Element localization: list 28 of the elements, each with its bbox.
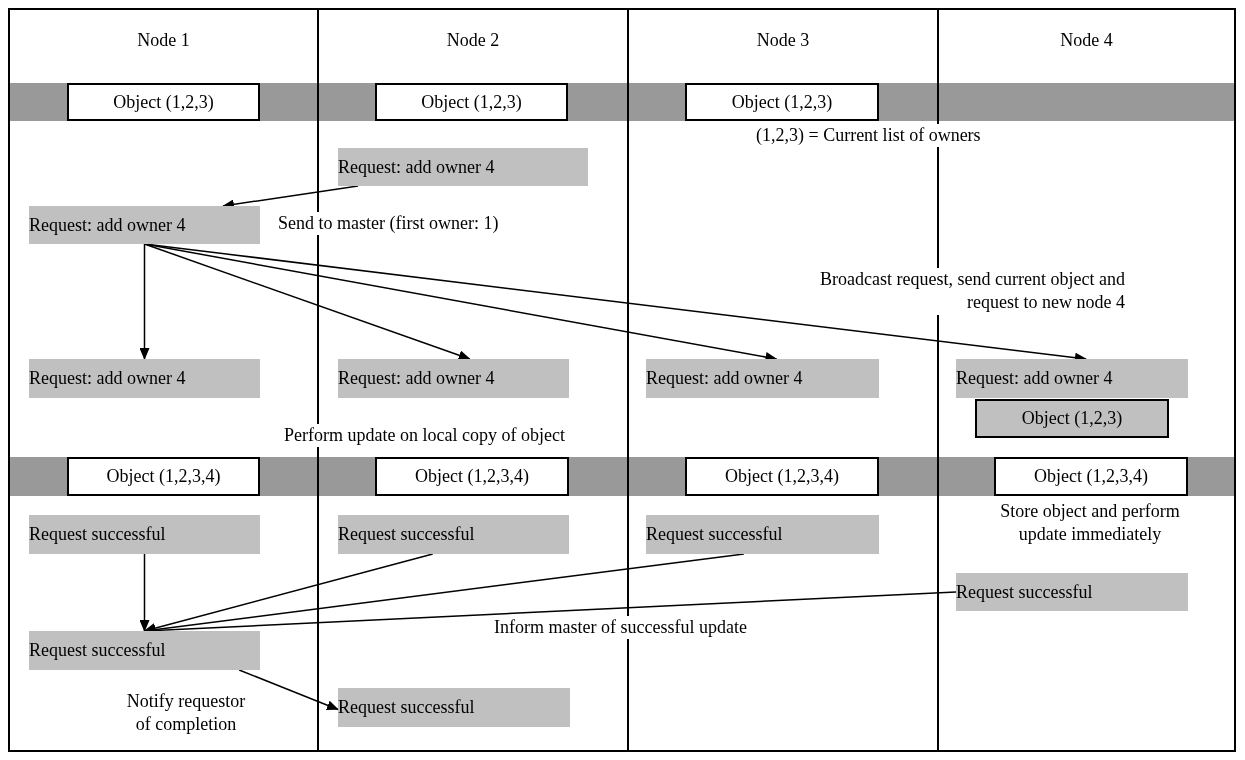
object-box: Object (1,2,3)	[67, 83, 260, 121]
request-box: Request: add owner 4	[29, 359, 260, 398]
request-box: Request: add owner 4	[29, 206, 260, 244]
arrow	[143, 243, 471, 361]
lane-header: Node 4	[1060, 30, 1113, 51]
object-box: Object (1,2,3,4)	[375, 457, 569, 496]
request-box: Request: add owner 4	[646, 359, 879, 398]
lane-header: Node 1	[137, 30, 190, 51]
request-box: Request successful	[29, 631, 260, 670]
object-box: Object (1,2,3)	[975, 399, 1169, 438]
request-box: Request successful	[956, 573, 1188, 611]
request-box: Request successful	[338, 515, 569, 554]
arrow	[139, 553, 150, 632]
arrow	[139, 243, 150, 360]
lane-header: Node 2	[446, 30, 500, 51]
request-box: Request successful	[338, 688, 570, 727]
lane-header: Node 3	[756, 30, 810, 51]
request-box: Request: add owner 4	[956, 359, 1188, 398]
arrow	[238, 669, 339, 711]
object-box: Object (1,2,3)	[685, 83, 879, 121]
object-box: Object (1,2,3,4)	[685, 457, 879, 496]
request-box: Request: add owner 4	[338, 359, 569, 398]
request-box: Request successful	[29, 515, 260, 554]
object-box: Object (1,2,3,4)	[67, 457, 260, 496]
request-box: Request: add owner 4	[338, 148, 588, 186]
object-box: Object (1,2,3)	[375, 83, 568, 121]
object-box: Object (1,2,3,4)	[994, 457, 1188, 496]
request-box: Request successful	[646, 515, 879, 554]
